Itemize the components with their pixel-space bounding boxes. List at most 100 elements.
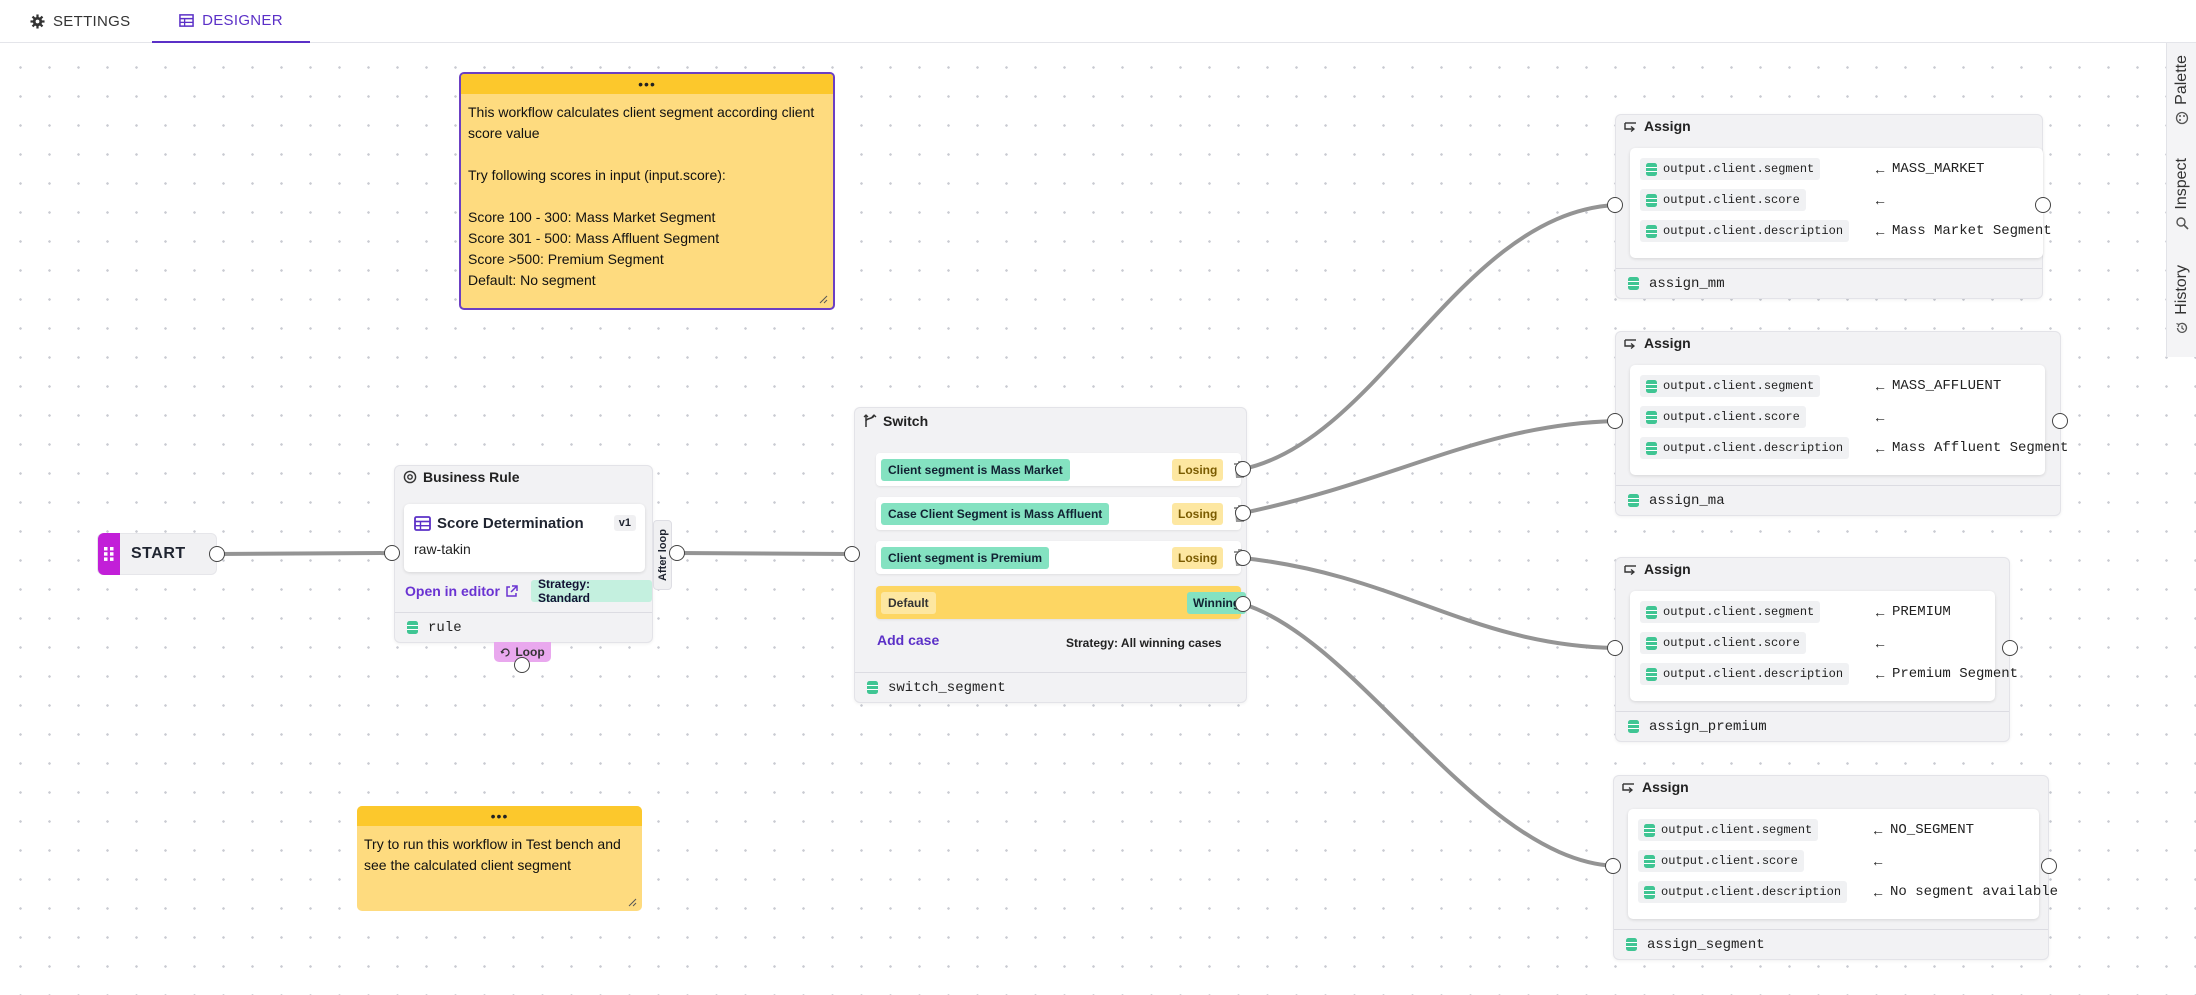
case-status-badge: Winning [1187, 591, 1247, 614]
assign-row[interactable]: output.client.score ← [1638, 850, 2029, 872]
loop-port[interactable] [514, 657, 530, 673]
sticky-note-hint[interactable]: ••• Try to run this workflow in Test ben… [357, 806, 642, 911]
assign-node[interactable]: Assign output.client.segment ← MASS_AFFL… [1615, 331, 2068, 516]
node-header-label: Business Rule [423, 469, 520, 485]
assign-row[interactable]: output.client.score ← [1640, 406, 2035, 428]
branch-icon [863, 413, 877, 427]
node-footer-label: switch_segment [888, 679, 1006, 696]
database-icon [1646, 224, 1657, 238]
variable-name: output.client.score [1663, 193, 1800, 207]
search-icon [2176, 216, 2189, 230]
database-icon [1626, 938, 1637, 951]
variable-name: output.client.description [1663, 224, 1844, 238]
node-footer: assign_segment [1614, 929, 2048, 959]
assign-row[interactable]: output.client.score ← [1640, 189, 2033, 211]
node-header-label: Assign [1644, 561, 1691, 577]
assign-arrow-icon [1622, 783, 1634, 793]
tab-designer[interactable]: DESIGNER [152, 0, 310, 43]
assign-card[interactable]: output.client.segment ← NO_SEGMENT outpu… [1628, 809, 2058, 919]
switch-case[interactable]: Client segment is Mass Market Losing [876, 453, 1246, 486]
resize-grip-icon[interactable] [818, 294, 828, 304]
assign-input-port[interactable] [1607, 640, 1623, 656]
database-icon [1644, 823, 1655, 837]
database-icon [1646, 636, 1657, 650]
case-output-port[interactable] [1235, 550, 1251, 566]
variable-name: output.client.description [1663, 441, 1844, 455]
database-icon [1644, 885, 1655, 899]
assign-row[interactable]: output.client.segment ← NO_SEGMENT [1638, 819, 2029, 841]
business-rule-node[interactable]: Business Rule Score Determination v1 raw… [394, 465, 653, 643]
tab-settings[interactable]: SETTINGS [30, 0, 130, 43]
variable-name: output.client.segment [1663, 605, 1815, 619]
case-output-port[interactable] [1235, 505, 1251, 521]
switch-case[interactable]: Case Client Segment is Mass Affluent Los… [876, 497, 1246, 530]
assign-row[interactable]: output.client.description ← Mass Market … [1640, 220, 2052, 242]
loop-button[interactable]: Loop [494, 642, 551, 662]
assign-input-port[interactable] [1607, 413, 1623, 429]
node-header: Assign [1616, 558, 2009, 580]
assign-row[interactable]: output.client.segment ← PREMIUM [1640, 601, 1985, 623]
database-icon [1628, 277, 1639, 290]
assign-value: Mass Market Segment [1892, 223, 2052, 239]
variable-chip: output.client.score [1640, 189, 1806, 211]
note-drag-handle[interactable]: ••• [461, 74, 833, 94]
assign-arrow: ← [1873, 192, 1887, 208]
table-icon [179, 14, 194, 27]
default-output-port[interactable] [1235, 596, 1251, 612]
switch-case[interactable]: Client segment is Premium Losing [876, 541, 1246, 574]
assign-row[interactable]: output.client.description ← Premium Segm… [1640, 663, 2018, 685]
case-output-port[interactable] [1235, 461, 1251, 477]
assign-output-port[interactable] [2041, 858, 2057, 874]
side-tab-history[interactable]: History [2167, 265, 2196, 335]
assign-output-port[interactable] [2052, 413, 2068, 429]
side-tab-palette-label: Palette [2173, 55, 2190, 105]
side-tab-palette[interactable]: Palette [2167, 55, 2196, 125]
assign-arrow: ← [1873, 378, 1887, 394]
node-header: Business Rule [395, 466, 652, 488]
sticky-note-description[interactable]: ••• This workflow calculates client segm… [459, 72, 835, 310]
rule-card[interactable]: Score Determination v1 raw-takin [404, 504, 645, 572]
note-text: Try to run this workflow in Test bench a… [364, 836, 621, 873]
rule-output-port[interactable] [669, 545, 685, 561]
assign-node[interactable]: Assign output.client.segment ← PREMIUM o… [1615, 557, 2018, 742]
node-footer: assign_mm [1616, 268, 2042, 298]
assign-input-port[interactable] [1605, 858, 1621, 874]
rule-title: Score Determination [414, 515, 584, 532]
assign-card[interactable]: output.client.segment ← PREMIUM output.c… [1630, 591, 2018, 701]
assign-input-port[interactable] [1607, 197, 1623, 213]
assign-row[interactable]: output.client.segment ← MASS_MARKET [1640, 158, 2033, 180]
start-node[interactable]: START [97, 533, 217, 575]
switch-input-port[interactable] [844, 546, 860, 562]
assign-value: No segment available [1890, 884, 2059, 900]
assign-row[interactable]: output.client.description ← Mass Affluen… [1640, 437, 2068, 459]
node-footer-label: assign_mm [1649, 275, 1725, 292]
assign-output-port[interactable] [2002, 640, 2018, 656]
side-tab-inspect[interactable]: Inspect [2167, 158, 2196, 230]
assign-node[interactable]: Assign output.client.segment ← NO_SEGMEN… [1613, 775, 2058, 960]
assign-card[interactable]: output.client.segment ← MASS_AFFLUENT ou… [1630, 365, 2068, 475]
note-drag-handle[interactable]: ••• [357, 806, 642, 826]
assign-node[interactable]: Assign output.client.segment ← MASS_MARK… [1615, 114, 2052, 299]
database-icon [1646, 379, 1657, 393]
resize-grip-icon[interactable] [627, 897, 637, 907]
add-case-button[interactable]: Add case [877, 632, 940, 648]
switch-node[interactable]: Switch Client segment is Mass Market Los… [854, 407, 1247, 703]
database-icon [1646, 410, 1657, 424]
open-in-editor-link[interactable]: Open in editor [405, 583, 518, 599]
assign-card[interactable]: output.client.segment ← MASS_MARKET outp… [1630, 148, 2052, 258]
case-status-badge: Losing [1172, 502, 1224, 525]
rule-input-port[interactable] [384, 545, 400, 561]
assign-arrow-icon [1624, 339, 1636, 349]
start-output-port[interactable] [209, 546, 225, 562]
tab-settings-label: SETTINGS [53, 13, 131, 30]
side-tab-inspect-label: Inspect [2173, 158, 2190, 210]
switch-case-default[interactable]: Default Winning [876, 586, 1247, 619]
assign-row[interactable]: output.client.segment ← MASS_AFFLUENT [1640, 375, 2035, 397]
assign-row[interactable]: output.client.score ← [1640, 632, 1985, 654]
assign-row[interactable]: output.client.description ← No segment a… [1638, 881, 2058, 903]
assign-value: Mass Affluent Segment [1892, 440, 2069, 456]
node-footer: assign_premium [1616, 711, 2009, 741]
assign-arrow: ← [1873, 223, 1887, 239]
node-header: Assign [1616, 332, 2060, 354]
assign-output-port[interactable] [2035, 197, 2051, 213]
